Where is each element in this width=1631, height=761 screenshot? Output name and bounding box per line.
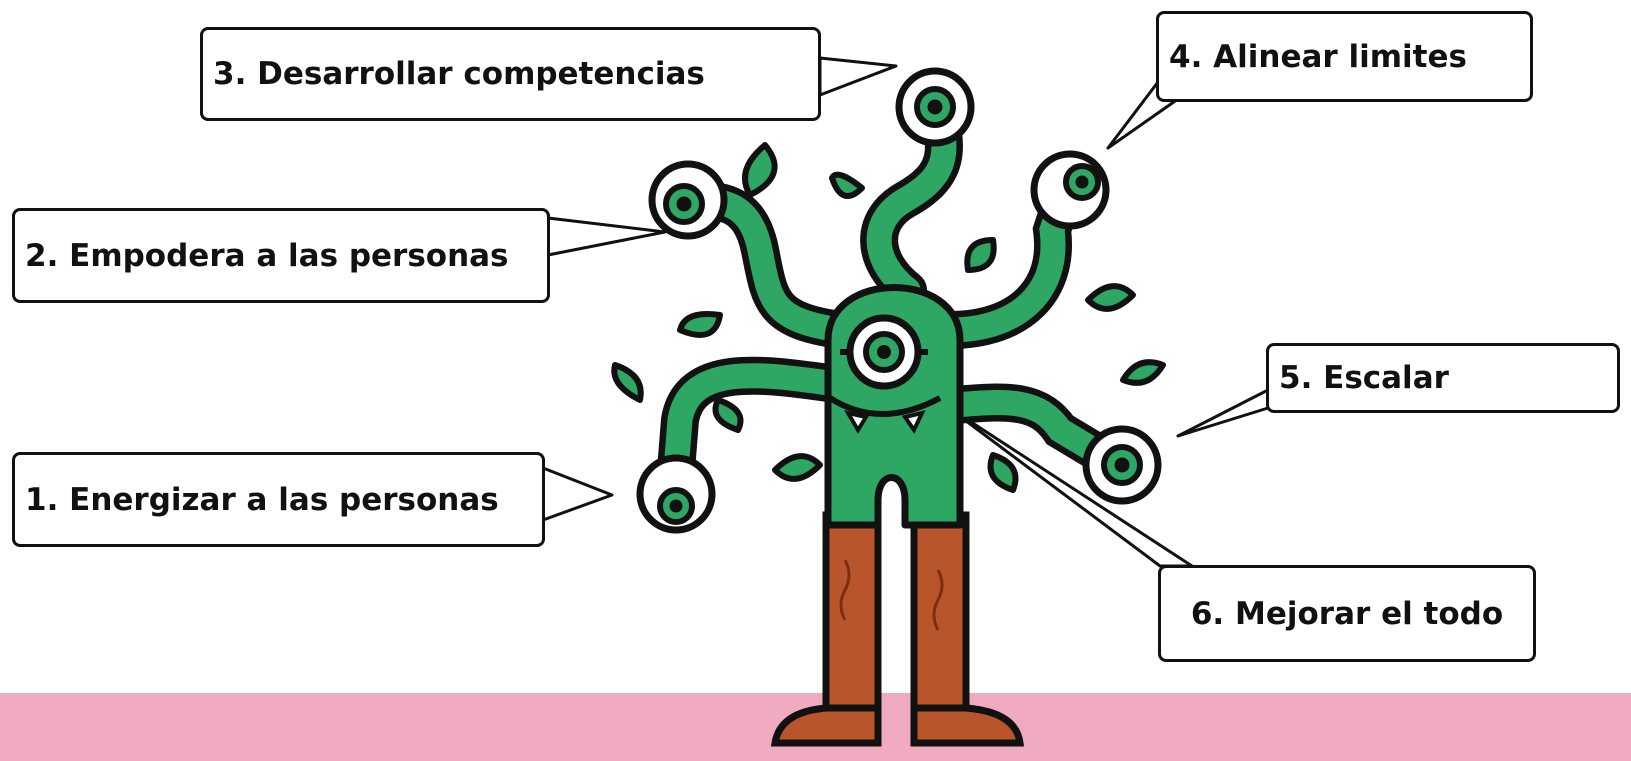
tail-step3 [818,56,898,97]
label-step3-text: 3. Desarrollar competencias [213,56,705,92]
eye-step3 [895,67,975,147]
eye-step1 [636,454,716,534]
left-boot [770,704,882,747]
label-step6: 6. Mejorar el todo [1158,565,1536,662]
tentacles [657,81,1129,489]
label-step2-text: 2. Empodera a las personas [25,237,509,274]
legs [770,511,1024,747]
label-step4-text: 4. Alinear limites [1169,38,1467,75]
tail-step5 [1176,388,1270,438]
label-step3: 3. Desarrollar competencias [200,27,821,121]
label-step6-text: 6. Mejorar el todo [1190,595,1504,632]
mouth [828,395,942,434]
tail-step1 [541,466,614,522]
leaves [611,142,1166,493]
central-eye [840,314,928,390]
label-step1-text: 1. Energizar a las personas [25,481,499,518]
eye-step5 [1082,425,1162,505]
label-step4: 4. Alinear limites [1156,11,1533,102]
tail-step2 [546,216,667,257]
label-step2: 2. Empodera a las personas [12,208,550,303]
tentacle-eyes [636,67,1162,534]
eye-step2 [648,160,728,240]
right-boot [910,704,1024,747]
label-step5-text: 5. Escalar [1279,360,1449,396]
label-step5: 5. Escalar [1266,343,1620,413]
eye-step4 [1030,150,1110,230]
label-step1: 1. Energizar a las personas [12,452,545,547]
